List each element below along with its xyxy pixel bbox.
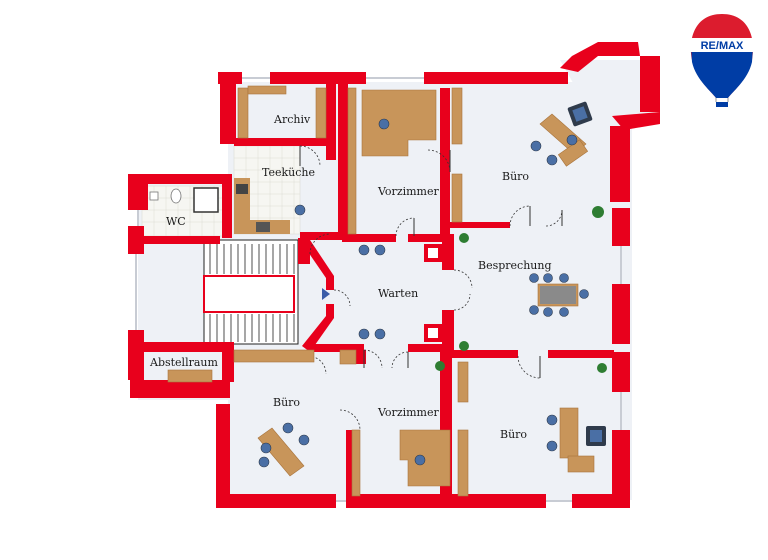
room-labels: Archiv Teeküche Vorzimmer Büro WC Bespre…: [149, 113, 552, 441]
window-frames: [135, 77, 622, 502]
room-label-buero-bottom-right: Büro: [500, 428, 527, 441]
room-label-wc: WC: [166, 215, 186, 228]
room-label-besprechung: Besprechung: [478, 259, 552, 272]
fire-box-markers: [428, 248, 438, 338]
room-label-vorzimmer-bottom: Vorzimmer: [377, 406, 439, 419]
room-label-warten: Warten: [378, 287, 418, 300]
wc-fixtures: [149, 187, 219, 213]
staircase: [203, 239, 299, 345]
meeting-table-top: [540, 286, 576, 304]
remax-wordmark: RE/MAX: [701, 40, 744, 52]
room-label-teekueche: Teeküche: [262, 166, 315, 179]
door-swings: [299, 145, 563, 431]
room-label-buero-bottom-left: Büro: [273, 396, 300, 409]
furniture-shelves: [167, 85, 469, 497]
room-label-vorzimmer-top: Vorzimmer: [377, 185, 439, 198]
remax-balloon-logo: RE/MAX: [690, 14, 754, 107]
door-leaves: [299, 146, 563, 378]
chairs: [258, 118, 589, 468]
armchair-seats: [572, 106, 602, 442]
plants: [435, 206, 607, 373]
room-label-abstellraum: Abstellraum: [149, 356, 218, 369]
room-label-buero-top: Büro: [502, 170, 529, 183]
room-label-archiv: Archiv: [273, 113, 311, 126]
entry-arrow-icon: [322, 288, 330, 300]
kitchen-counter: [234, 178, 290, 234]
